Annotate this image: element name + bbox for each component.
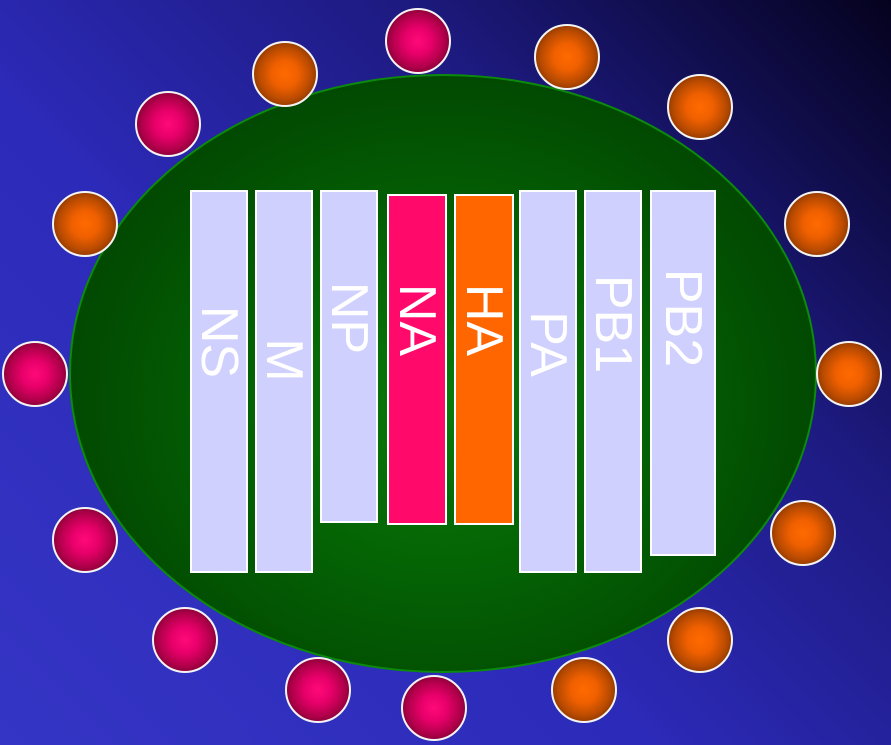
- segment-label: M: [258, 338, 310, 381]
- ha-spike: [770, 500, 836, 566]
- na-spike: [135, 91, 201, 157]
- ha-spike: [252, 41, 318, 107]
- na-spike: [401, 675, 467, 741]
- ha-spike: [667, 74, 733, 140]
- segment-label: PB2: [657, 269, 709, 367]
- na-spike: [2, 341, 68, 407]
- na-spike: [285, 657, 351, 723]
- segment-label: HA: [458, 284, 510, 356]
- na-spike: [385, 8, 451, 74]
- segment-label: NP: [323, 282, 375, 354]
- ha-spike: [52, 191, 118, 257]
- ha-spike: [784, 191, 850, 257]
- ha-spike: [551, 657, 617, 723]
- ha-spike: [534, 24, 600, 90]
- segment-label: PB1: [587, 275, 639, 373]
- segment-pb2: PB2: [650, 190, 716, 556]
- segment-pa: PA: [519, 190, 577, 573]
- ha-spike: [816, 341, 882, 407]
- segment-ha: HA: [454, 194, 514, 525]
- segment-pb1: PB1: [584, 190, 642, 573]
- segment-label: PA: [522, 311, 574, 377]
- na-spike: [52, 507, 118, 573]
- segment-m: M: [255, 190, 313, 573]
- segment-na: NA: [387, 194, 447, 525]
- segment-label: NS: [193, 306, 245, 378]
- segment-ns: NS: [190, 190, 248, 573]
- ha-spike: [667, 607, 733, 673]
- segment-np: NP: [320, 190, 378, 523]
- segment-label: NA: [391, 284, 443, 356]
- na-spike: [152, 607, 218, 673]
